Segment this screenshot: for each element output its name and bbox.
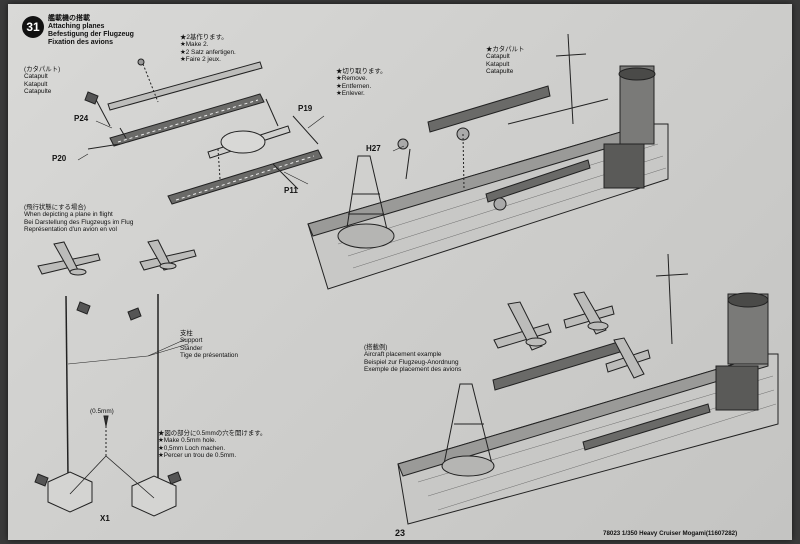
placement-de: Beispiel zur Flugzeug-Anordnung xyxy=(364,358,459,366)
hole-note-de: ★0,5mm Loch machen. xyxy=(158,444,226,452)
make-two-de: ★2 Satz anfertigen. xyxy=(180,48,236,56)
part-label-p19: P19 xyxy=(298,104,313,113)
catapult-exploded-illustration xyxy=(84,58,323,205)
hole-note-ja: ★図の部分に0.5mmの穴を開けます。 xyxy=(158,430,267,437)
remove-fr: ★Enlever. xyxy=(336,89,365,97)
support-en: Support xyxy=(180,337,203,345)
hole-note-en: ★Make 0.5mm hole. xyxy=(158,437,217,445)
in-flight-fr: Représentation d'un avion en vol xyxy=(24,225,117,233)
part-label-p24: P24 xyxy=(74,114,89,123)
in-flight-caption: (飛行状態にする場合) When depicting a plane in fl… xyxy=(24,204,133,233)
make-two-en: ★Make 2. xyxy=(180,41,209,49)
in-flight-de: Bei Darstellung des Flugzeugs im Flug xyxy=(24,218,134,226)
catapult-right-de: Katapult xyxy=(486,60,510,68)
step-title-ja: 艦載機の搭載 xyxy=(48,15,90,22)
hole-size-label: (0.5mm) xyxy=(90,408,114,415)
catapult-right-caption: ★カタパルト Catapult Katapult Catapulte xyxy=(486,46,524,75)
footer-product-code: 78023 1/350 Heavy Cruiser Mogami(1160728… xyxy=(603,530,738,537)
placement-fr: Exemple de placement des avions xyxy=(364,365,462,373)
make-two-note: ★2基作ります。 ★Make 2. ★2 Satz anfertigen. ★F… xyxy=(180,34,236,63)
placement-en: Aircraft placement example xyxy=(364,351,442,359)
catapult-right-ja: ★カタパルト xyxy=(486,46,525,53)
part-label-p11: P11 xyxy=(284,186,298,195)
step-title-en: Attaching planes xyxy=(48,23,105,30)
hole-note-fr: ★Percer un trou de 0.5mm. xyxy=(158,451,237,459)
in-flight-ja: (飛行状態にする場合) xyxy=(24,204,86,211)
in-flight-stand-illustration xyxy=(34,239,197,517)
catapult-left-ja: (カタパルト) xyxy=(24,66,61,73)
support-fr: Tige de présentation xyxy=(180,351,239,359)
ship-placement-illustration xyxy=(397,253,779,525)
catapult-left-caption: (カタパルト) Catapult Katapult Catapulte xyxy=(24,66,60,95)
in-flight-en: When depicting a plane in flight xyxy=(24,211,113,219)
ship-catapult-illustration xyxy=(307,33,669,290)
make-two-ja: ★2基作ります。 xyxy=(180,34,228,41)
step-number-badge: 31 xyxy=(22,16,44,38)
remove-ja: ★切り取ります。 xyxy=(336,68,387,75)
page-number: 23 xyxy=(395,528,406,538)
catapult-left-fr: Catapulte xyxy=(24,87,52,95)
catapult-right-fr: Catapulte xyxy=(486,67,514,75)
instruction-sheet: 31 艦載機の搭載 Attaching planes Befestigung d… xyxy=(8,4,792,540)
step-title: 艦載機の搭載 Attaching planes Befestigung der … xyxy=(48,15,134,47)
part-label-p20: P20 xyxy=(52,154,67,163)
make-two-fr: ★Faire 2 jeux. xyxy=(180,55,221,63)
remove-en: ★Remove. xyxy=(336,75,368,83)
support-caption: 支柱 Support Ständer Tige de présentation xyxy=(180,330,238,359)
remove-note: ★切り取ります。 ★Remove. ★Entfernen. ★Enlever. xyxy=(336,68,387,97)
placement-caption: (搭載例) Aircraft placement example Beispie… xyxy=(364,344,461,373)
support-de: Ständer xyxy=(180,344,203,352)
part-label-h27: H27 xyxy=(366,144,381,153)
catapult-right-en: Catapult xyxy=(486,53,510,61)
hole-note: ★図の部分に0.5mmの穴を開けます。 ★Make 0.5mm hole. ★0… xyxy=(158,430,266,459)
step-title-de: Befestigung der Flugzeug xyxy=(48,31,134,38)
part-label-x1: X1 xyxy=(100,514,110,523)
step-title-fr: Fixation des avions xyxy=(48,39,113,46)
catapult-left-de: Katapult xyxy=(24,80,48,88)
assembly-drawings xyxy=(34,33,779,525)
catapult-left-en: Catapult xyxy=(24,73,48,81)
support-ja: 支柱 xyxy=(180,330,193,337)
remove-de: ★Entfernen. xyxy=(336,82,372,90)
placement-ja: (搭載例) xyxy=(364,344,388,351)
